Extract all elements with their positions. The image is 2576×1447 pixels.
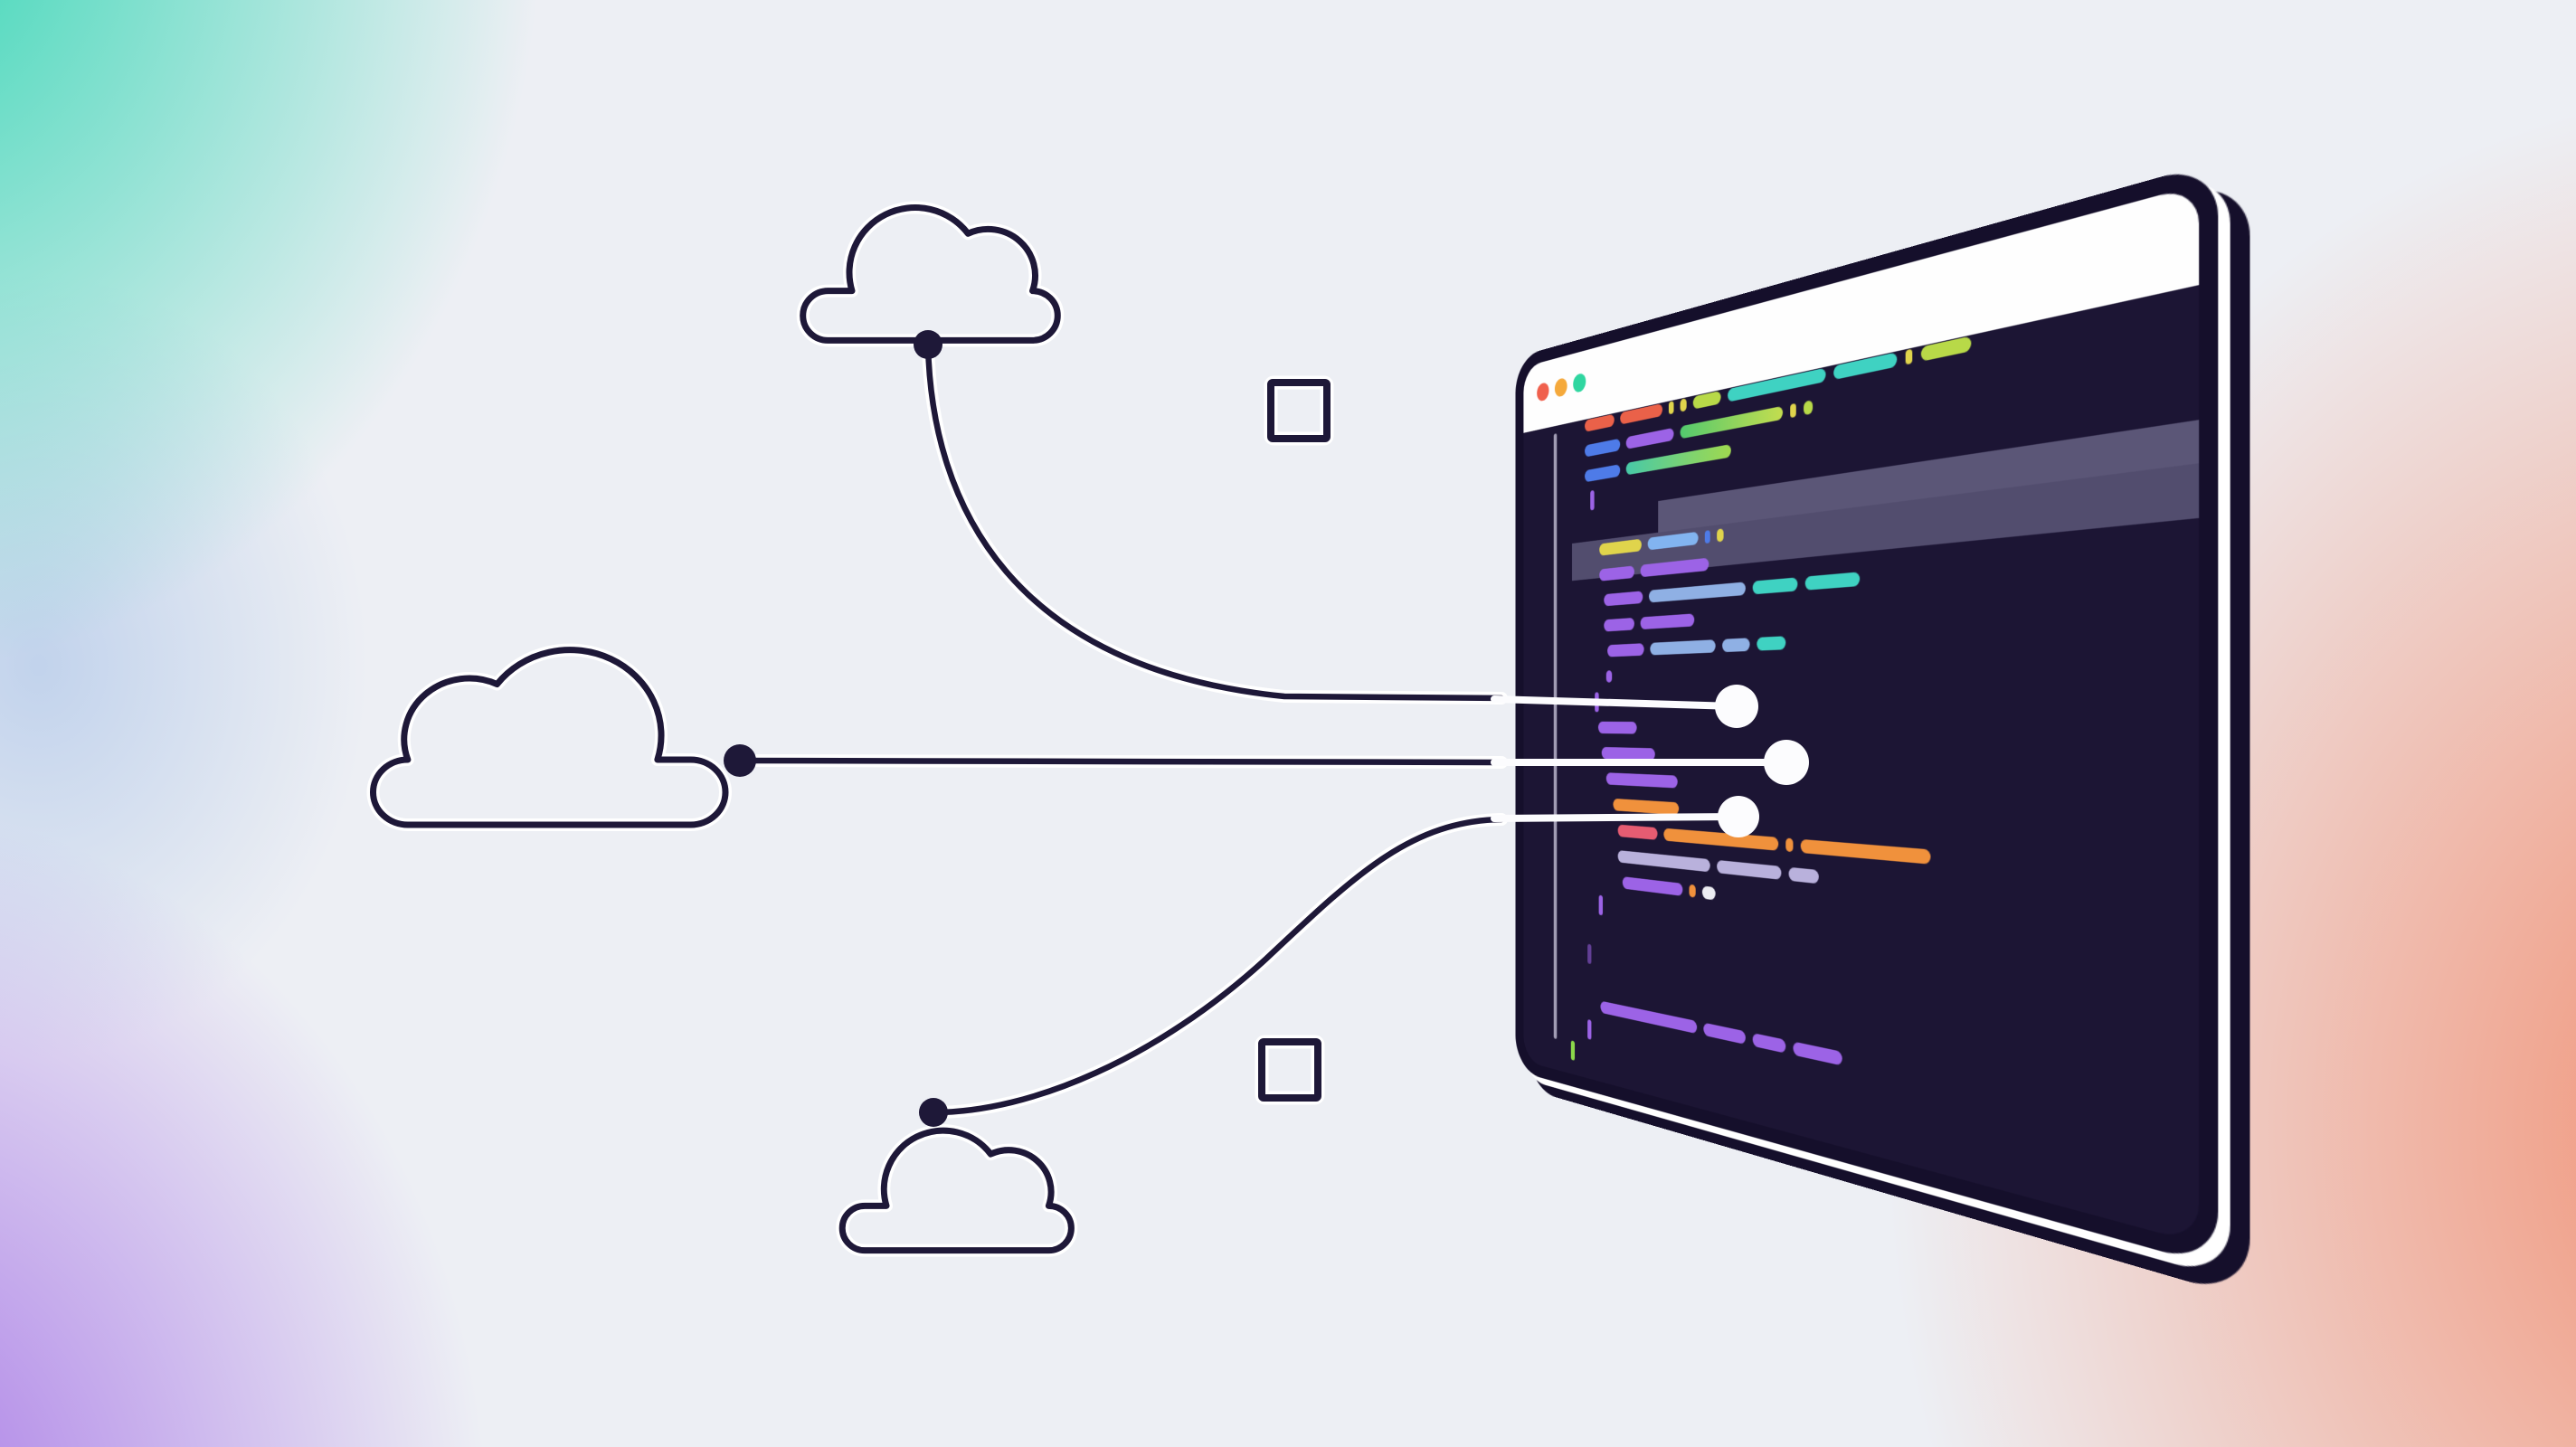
cloud-middle: [373, 650, 756, 825]
cloud-middle-anchor-dot: [724, 744, 756, 777]
cloud-bottom: [842, 1098, 1071, 1251]
connector-white-line-3: [1491, 813, 1739, 822]
cloud-top-anchor-dot: [914, 330, 942, 359]
deco-square-top: [1267, 379, 1331, 442]
connector-endpoint-dot-3: [1718, 796, 1759, 837]
connector-line-1: [924, 341, 1505, 702]
connector-white-line-1: [1491, 695, 1738, 710]
connector-endpoint-dot-1: [1715, 685, 1758, 728]
connector-endpoint-dot-2: [1764, 740, 1809, 785]
connector-line-2: [736, 757, 1505, 766]
deco-square-bottom: [1258, 1038, 1321, 1102]
cloud-top: [803, 208, 1058, 359]
connector-line-3: [930, 816, 1505, 1116]
cloud-bottom-anchor-dot: [919, 1098, 948, 1127]
